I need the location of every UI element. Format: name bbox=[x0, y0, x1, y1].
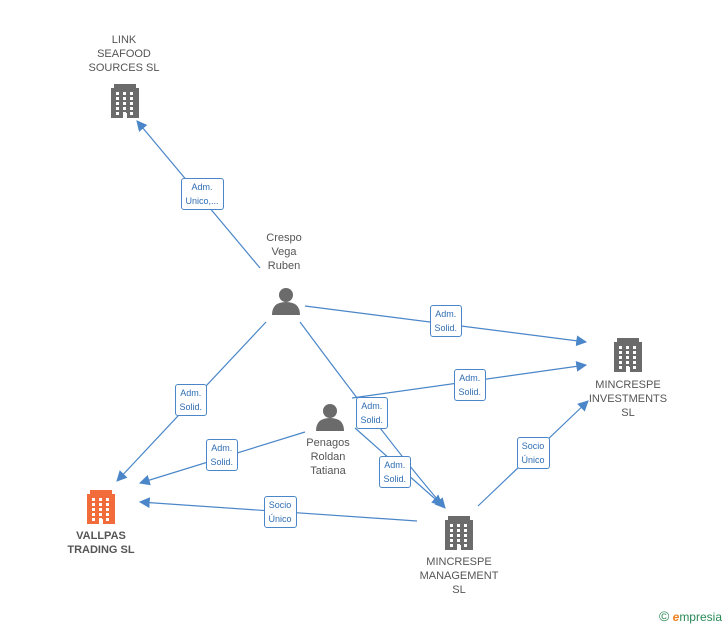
edge-label-mincrespe_mgmt-to-vallpas[interactable]: Socio Único bbox=[263, 496, 297, 528]
node-label-mincrespe_mgmt[interactable]: MINCRESPE MANAGEMENT SL bbox=[419, 556, 499, 596]
edge-label-crespo-to-vallpas[interactable]: Adm. Solid. bbox=[174, 384, 208, 416]
copyright-icon: © bbox=[658, 608, 670, 624]
vallpas-building-icon[interactable] bbox=[87, 490, 115, 524]
edge-label-penagos-to-mincrespe_mgmt[interactable]: Adm. Solid. bbox=[378, 456, 412, 488]
node-label-link[interactable]: LINK SEAFOOD SOURCES SL bbox=[88, 34, 160, 74]
crespo-person-icon[interactable] bbox=[272, 288, 300, 315]
brand-initial: e bbox=[672, 610, 680, 624]
node-label-crespo[interactable]: Crespo Vega Ruben bbox=[266, 232, 302, 272]
edge-label-penagos-to-vallpas[interactable]: Adm. Solid. bbox=[205, 439, 239, 471]
empresia-watermark: © empresia bbox=[659, 608, 722, 624]
link-building-icon[interactable] bbox=[111, 84, 139, 118]
mincrespe_mgmt-building-icon[interactable] bbox=[445, 516, 473, 550]
brand-name: mpresia bbox=[679, 610, 722, 624]
edge-label-crespo-to-mincrespe_mgmt[interactable]: Adm. Solid. bbox=[355, 397, 389, 429]
edge-label-crespo-to-mincrespe_inv[interactable]: Adm. Solid. bbox=[429, 305, 463, 337]
mincrespe_inv-building-icon[interactable] bbox=[614, 338, 642, 372]
edge-label-penagos-to-mincrespe_inv[interactable]: Adm. Solid. bbox=[453, 369, 487, 401]
icons-layer bbox=[87, 84, 642, 550]
edge-label-crespo-to-link[interactable]: Adm. Unico,... bbox=[180, 178, 224, 210]
edge-label-mincrespe_mgmt-to-mincrespe_inv[interactable]: Socio Único bbox=[516, 437, 550, 469]
node-label-mincrespe_inv[interactable]: MINCRESPE INVESTMENTS SL bbox=[588, 379, 668, 419]
penagos-person-icon[interactable] bbox=[316, 404, 344, 431]
node-label-penagos[interactable]: Penagos Roldan Tatiana bbox=[306, 437, 350, 477]
node-label-vallpas[interactable]: VALLPAS TRADING SL bbox=[67, 530, 135, 556]
